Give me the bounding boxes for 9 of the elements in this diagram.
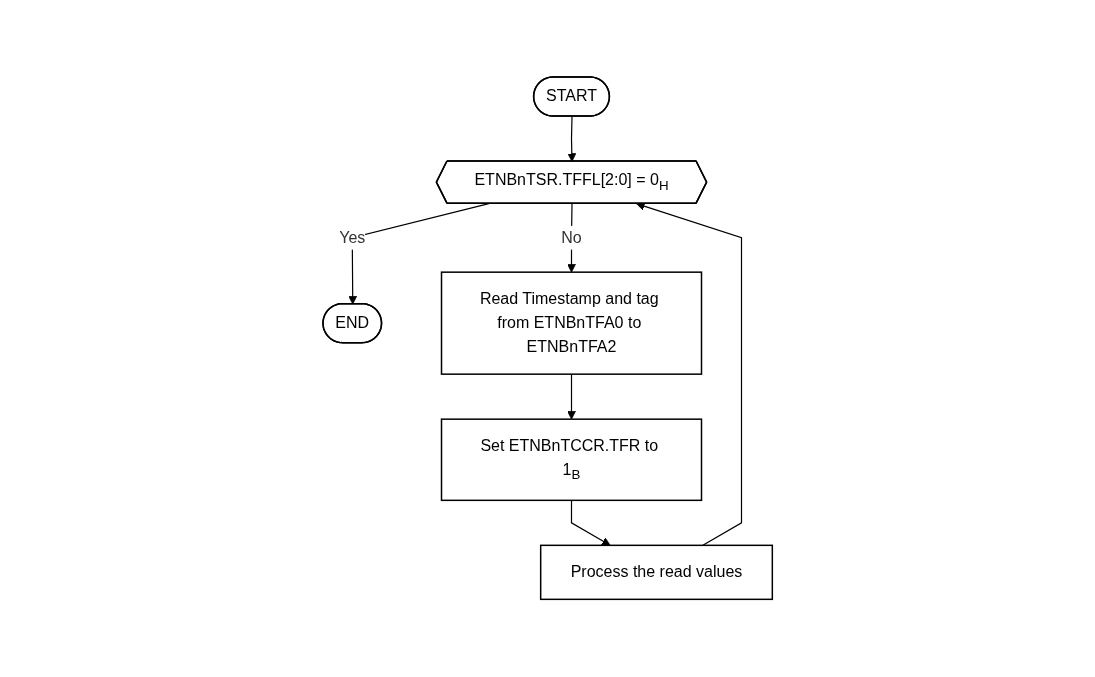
node-box: Process the read values	[539, 544, 773, 601]
node-box: Read Timestamp and tag from ETNBnTFA0 to ETNBnTFA2	[440, 271, 703, 376]
edge-label: No	[561, 229, 582, 246]
arrow	[566, 373, 576, 420]
arrow	[570, 500, 611, 547]
edge-label: Yes	[339, 229, 366, 246]
node-box: Set ETNBnTCCR.TFR to 1$_{B}$	[440, 418, 703, 502]
arrow	[567, 116, 577, 163]
arrow	[635, 202, 742, 547]
